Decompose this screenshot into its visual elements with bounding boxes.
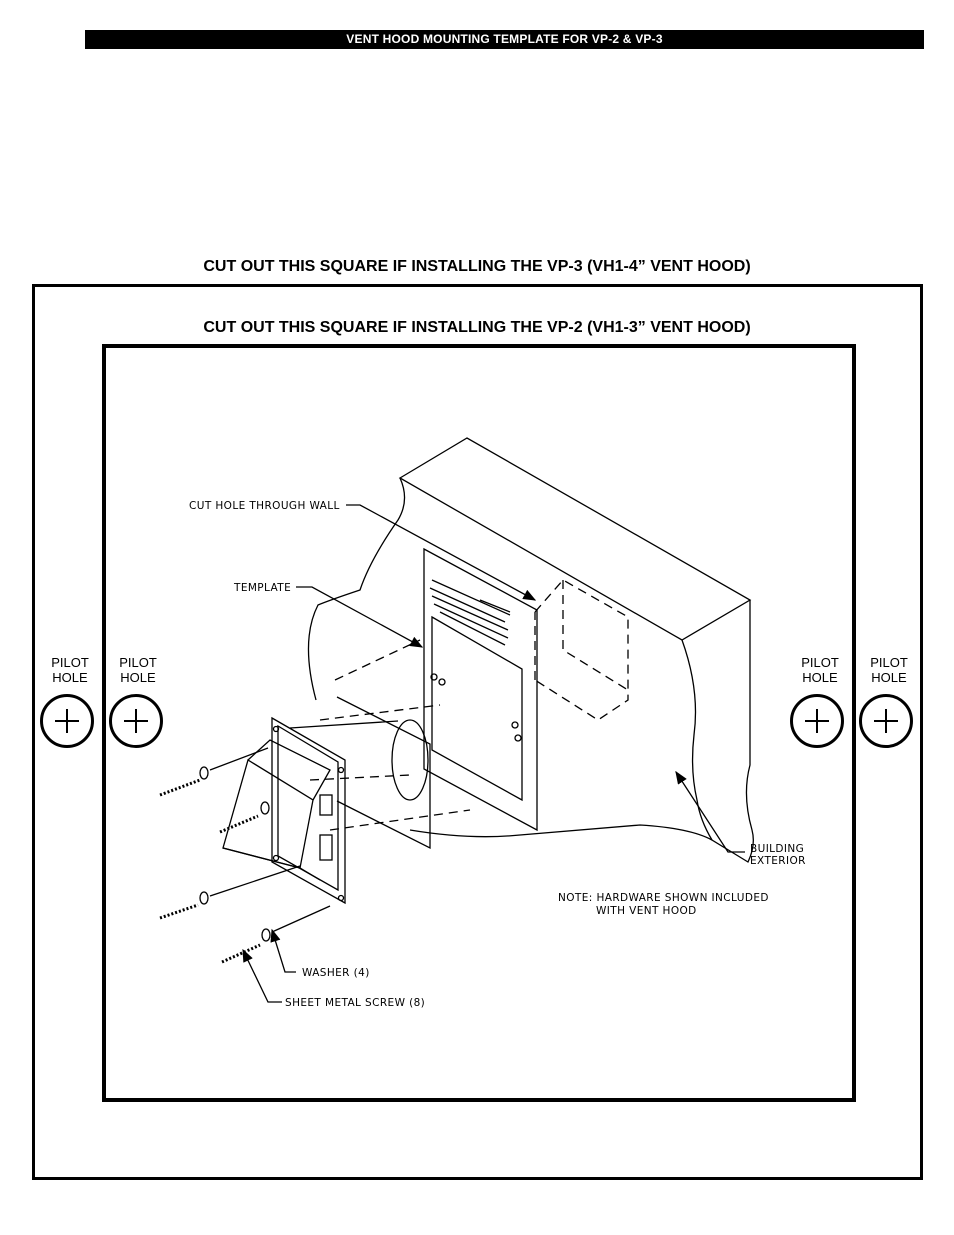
pilot-label-line1: PILOT bbox=[801, 655, 839, 670]
pilot-label-line1: PILOT bbox=[51, 655, 89, 670]
pilot-hole-label-outer-left: PILOT HOLE bbox=[40, 655, 100, 685]
pilot-label-line1: PILOT bbox=[870, 655, 908, 670]
cut-hole-outline bbox=[534, 579, 629, 721]
pilot-hole-outer-right bbox=[859, 694, 913, 748]
pilot-label-line2: HOLE bbox=[871, 670, 907, 685]
template-label: TEMPLATE bbox=[233, 582, 291, 594]
screws-washers bbox=[159, 747, 331, 964]
vp2-cutout-square bbox=[102, 344, 856, 1102]
pilot-hole-inner-right bbox=[790, 694, 844, 748]
building-exterior-label-line2: EXTERIOR bbox=[750, 855, 806, 867]
vp2-caption: CUT OUT THIS SQUARE IF INSTALLING THE VP… bbox=[203, 319, 751, 336]
pilot-label-line2: HOLE bbox=[802, 670, 838, 685]
pilot-label-line1: PILOT bbox=[119, 655, 157, 670]
vp3-caption: CUT OUT THIS SQUARE IF INSTALLING THE VP… bbox=[203, 258, 751, 275]
vp3-cutout-square bbox=[32, 284, 923, 1180]
cut-hole-label: CUT HOLE THROUGH WALL bbox=[189, 500, 340, 512]
pilot-hole-label-outer-right: PILOT HOLE bbox=[859, 655, 919, 685]
building-exterior-label-line1: BUILDING bbox=[750, 843, 804, 855]
note-line1: NOTE: HARDWARE SHOWN INCLUDED bbox=[558, 892, 769, 904]
screw-label: SHEET METAL SCREW (8) bbox=[285, 997, 425, 1009]
building-wall bbox=[307, 437, 754, 863]
page-title: VENT HOOD MOUNTING TEMPLATE FOR VP-2 & V… bbox=[85, 30, 924, 49]
vent-hood-assembly bbox=[222, 716, 346, 905]
note-line2: WITH VENT HOOD bbox=[596, 905, 697, 917]
pilot-hole-label-inner-left: PILOT HOLE bbox=[108, 655, 168, 685]
vent-pipe bbox=[289, 639, 471, 850]
pilot-label-line2: HOLE bbox=[120, 670, 156, 685]
pilot-hole-outer-left bbox=[40, 694, 94, 748]
leader-lines bbox=[242, 504, 745, 1003]
washer-label: WASHER (4) bbox=[302, 967, 370, 979]
pilot-label-line2: HOLE bbox=[52, 670, 88, 685]
pilot-hole-label-inner-right: PILOT HOLE bbox=[790, 655, 850, 685]
pilot-hole-inner-left bbox=[109, 694, 163, 748]
